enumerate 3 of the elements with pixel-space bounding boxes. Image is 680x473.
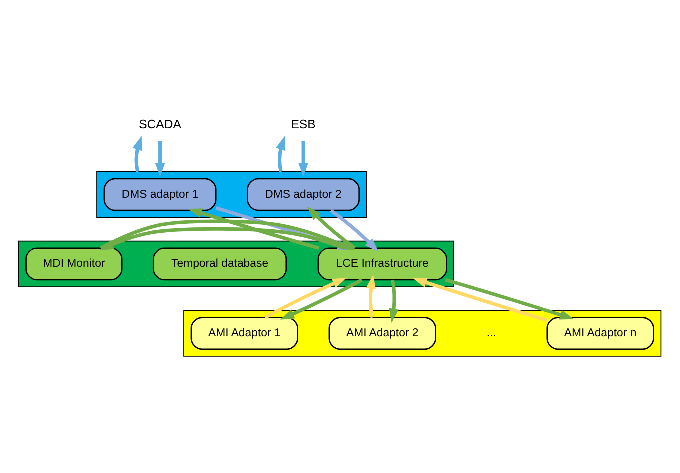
node-text: ESB xyxy=(291,118,316,132)
node-text: SCADA xyxy=(139,118,182,132)
label: ... xyxy=(486,328,496,340)
